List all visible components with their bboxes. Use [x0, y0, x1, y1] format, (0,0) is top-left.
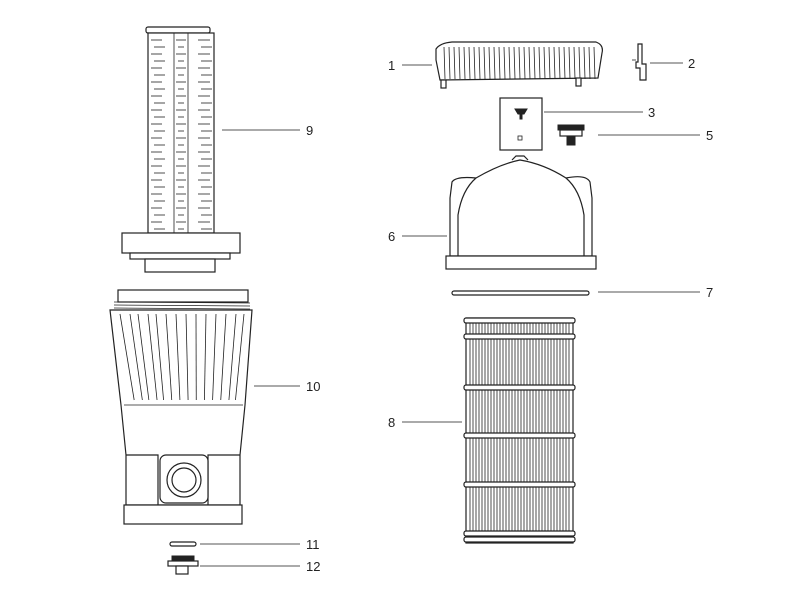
- tank-rib: [155, 313, 164, 401]
- callout-10: 10: [306, 379, 320, 394]
- part-6-filter-lid-dome: [445, 155, 597, 270]
- cartridge-band: [463, 432, 576, 439]
- lid-ridge: [498, 46, 501, 80]
- callout-6: 6: [388, 229, 395, 244]
- tank-rib: [119, 313, 135, 401]
- lid-ridge: [523, 46, 526, 80]
- tank-rib: [147, 313, 158, 401]
- lid-ridge: [558, 46, 561, 80]
- cartridge-band: [463, 317, 576, 324]
- lid-ridge: [493, 46, 496, 80]
- lid-ridge: [548, 46, 551, 80]
- cartridge-pleat-lines: [469, 320, 570, 541]
- lid-ridge: [458, 46, 461, 80]
- lid-ridge: [543, 46, 546, 80]
- cartridge-band: [463, 536, 576, 543]
- lid-ridge: [583, 46, 586, 80]
- lid-ridge: [508, 46, 511, 80]
- callout-1: 1: [388, 58, 395, 73]
- callout-8: 8: [388, 415, 395, 430]
- callout-11: 11: [306, 537, 320, 552]
- tank-rib: [204, 313, 207, 401]
- leader-lines: [200, 62, 700, 567]
- cartridge-band: [463, 481, 576, 488]
- lid-ridge: [483, 46, 486, 80]
- part-1-lid-cap: [435, 41, 603, 89]
- callout-2: 2: [688, 56, 695, 71]
- cartridge-band: [463, 530, 576, 537]
- tank-rib: [185, 313, 189, 401]
- tank-rib-lines: [119, 313, 245, 401]
- tank-rib: [137, 313, 150, 401]
- part-7-tank-oring: [451, 290, 590, 296]
- tank-rib: [212, 313, 217, 401]
- lid-ridge: [448, 46, 451, 80]
- part-8-filter-cartridge: [463, 317, 576, 544]
- lid-ridge: [573, 46, 576, 80]
- callout-3: 3: [648, 105, 655, 120]
- lid-ridges: [443, 46, 596, 80]
- part-12-drain-plug: [167, 555, 199, 575]
- tank-thread: [113, 301, 251, 304]
- tank-thread: [113, 304, 251, 307]
- part-10-tank-body: [109, 289, 253, 525]
- callout-12: 12: [306, 559, 320, 574]
- part-9-manifold-assembly: [121, 26, 241, 273]
- lid-ridge: [443, 46, 446, 80]
- lid-ridge: [528, 46, 531, 80]
- part-3-pressure-gauge-plate: [499, 97, 543, 151]
- cartridge-band: [463, 384, 576, 391]
- callout-7: 7: [706, 285, 713, 300]
- part-5-air-relief-valve: [557, 124, 585, 146]
- tank-thread-lines: [113, 301, 251, 310]
- callout-numbers: 1 2 3 5 6 7 8 9 10 11 12: [306, 56, 713, 574]
- cartridge-bands: [463, 317, 576, 543]
- callout-5: 5: [706, 128, 713, 143]
- lid-ridge: [503, 46, 506, 80]
- tank-rib: [165, 313, 173, 401]
- tank-rib: [228, 313, 237, 401]
- tank-rib: [175, 313, 181, 401]
- tank-rib: [220, 313, 227, 401]
- manifold-slot-lines: [151, 39, 212, 230]
- lid-ridge: [553, 46, 556, 80]
- lid-ridge: [593, 46, 596, 80]
- lid-ridge: [533, 46, 536, 80]
- tank-rib: [129, 313, 143, 401]
- lid-ridge: [513, 46, 516, 80]
- lid-ridge: [468, 46, 471, 80]
- lid-ridge: [588, 46, 591, 80]
- lid-ridge: [478, 46, 481, 80]
- tank-rib: [235, 313, 245, 401]
- lid-ridge: [453, 46, 456, 80]
- lid-ridge: [538, 46, 541, 80]
- lid-ridge: [578, 46, 581, 80]
- part-2-retaining-clip: [632, 43, 647, 81]
- lid-ridge: [568, 46, 571, 80]
- lid-ridge: [518, 46, 521, 80]
- tank-thread: [113, 307, 251, 310]
- cartridge-band: [463, 333, 576, 340]
- callout-9: 9: [306, 123, 313, 138]
- lid-ridge: [463, 46, 466, 80]
- lid-ridge: [488, 46, 491, 80]
- lid-ridge: [563, 46, 566, 80]
- part-11-drain-oring: [169, 541, 197, 547]
- lid-ridge: [473, 46, 476, 80]
